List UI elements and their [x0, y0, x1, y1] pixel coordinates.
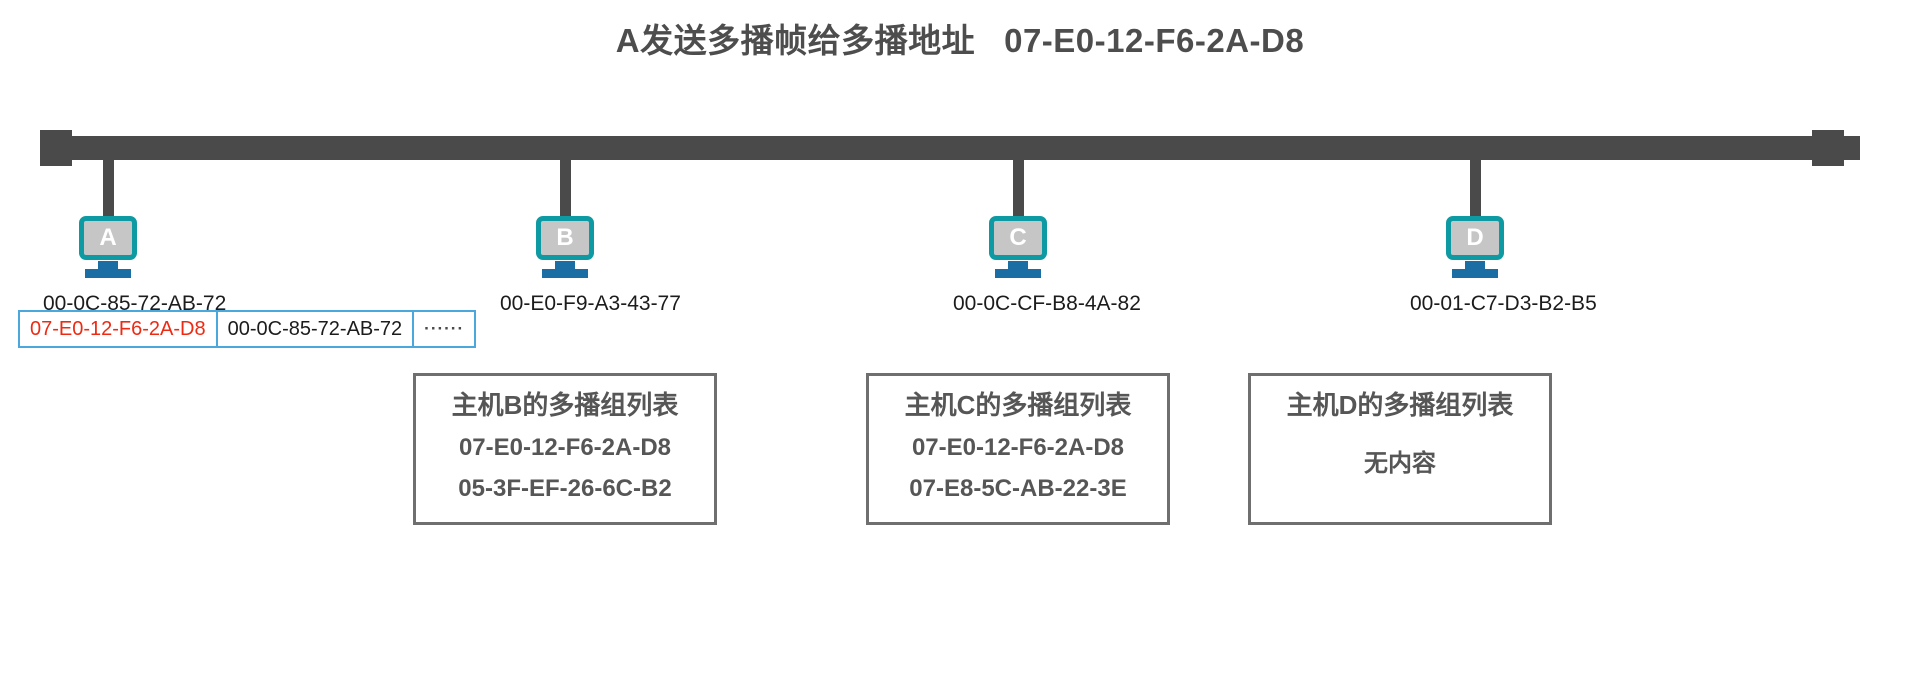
multicast-frame: 07-E0-12-F6-2A-D8 00-0C-85-72-AB-72 ····… [18, 310, 477, 348]
multicast-list-host-b: 主机B的多播组列表 07-E0-12-F6-2A-D8 05-3F-EF-26-… [413, 373, 717, 525]
multicast-list-host-d: 主机D的多播组列表 无内容 [1248, 373, 1552, 525]
host-letter-c: C [1009, 224, 1027, 251]
frame-payload-ellipsis: ······ [424, 319, 465, 338]
monitor-icon-d: D [1446, 216, 1504, 260]
multicast-entry: 05-3F-EF-26-6C-B2 [458, 474, 672, 502]
frame-destination-mac: 07-E0-12-F6-2A-D8 [20, 312, 218, 346]
monitor-icon-b: B [536, 216, 594, 260]
multicast-list-title-d: 主机D的多播组列表 [1286, 390, 1514, 420]
drop-line-host-b [560, 158, 571, 222]
drop-line-host-c [1013, 158, 1024, 222]
multicast-empty-note: 无内容 [1364, 450, 1436, 478]
multicast-entry: 07-E0-12-F6-2A-D8 [911, 434, 1125, 462]
monitor-stand-neck-b [555, 261, 575, 269]
multicast-entry: 07-E8-5C-AB-22-3E [909, 474, 1127, 502]
host-mac-b: 00-E0-F9-A3-43-77 [500, 292, 681, 315]
drop-line-host-a [103, 158, 114, 222]
multicast-entry: 07-E0-12-F6-2A-D8 [458, 434, 672, 462]
monitor-icon-a: A [79, 216, 137, 260]
monitor-stand-neck-c [1008, 261, 1028, 269]
host-letter-a: A [99, 224, 117, 251]
monitor-stand-base-c [995, 269, 1041, 278]
frame-source-mac: 00-0C-85-72-AB-72 [218, 312, 415, 346]
host-b[interactable]: B 00-E0-F9-A3-43-77 [500, 216, 681, 316]
multicast-list-title-c: 主机C的多播组列表 [904, 390, 1132, 420]
page-title: A发送多播帧给多播地址 07-E0-12-F6-2A-D8 [615, 22, 1305, 59]
host-a[interactable]: A 00-0C-85-72-AB-72 [43, 216, 226, 316]
multicast-list-title-b: 主机B的多播组列表 [451, 390, 679, 420]
monitor-stand-base-b [542, 269, 588, 278]
monitor-icon-c: C [989, 216, 1047, 260]
host-mac-c: 00-0C-CF-B8-4A-82 [953, 292, 1141, 315]
drop-line-host-d [1470, 158, 1481, 222]
ethernet-bus-line [60, 136, 1860, 160]
bus-right-terminator [1812, 130, 1844, 166]
monitor-stand-neck-a [98, 261, 118, 269]
host-letter-d: D [1466, 224, 1484, 251]
monitor-stand-base-a [85, 269, 131, 278]
host-c[interactable]: C 00-0C-CF-B8-4A-82 [953, 216, 1141, 316]
host-d[interactable]: D 00-01-C7-D3-B2-B5 [1410, 216, 1597, 316]
monitor-stand-base-d [1452, 269, 1498, 278]
monitor-stand-neck-d [1465, 261, 1485, 269]
host-mac-d: 00-01-C7-D3-B2-B5 [1410, 292, 1597, 315]
host-letter-b: B [556, 224, 574, 251]
multicast-list-host-c: 主机C的多播组列表 07-E0-12-F6-2A-D8 07-E8-5C-AB-… [866, 373, 1170, 525]
